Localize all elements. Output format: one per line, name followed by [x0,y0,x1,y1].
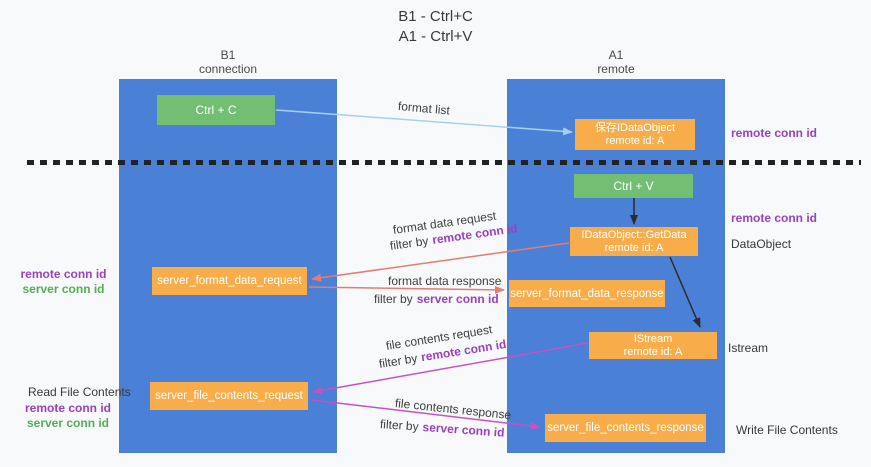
column-a1-subtitle: remote [597,62,635,76]
right-label-remote-conn-id-top: remote conn id [731,126,818,140]
node-save-idataobject-line2: remote id: A [605,134,665,147]
left-remote-conn-id: remote conn id [24,401,111,415]
right-label-dataobject: DataObject [731,237,792,251]
right-label-remote-conn-id-mid: remote conn id [731,211,818,225]
column-header-a1: A1 remote [507,48,725,76]
right-label-write-file-contents: Write File Contents [736,423,838,437]
node-server-file-contents-response: server_file_contents_response [545,414,706,442]
node-istream-line1: IStream [633,332,673,345]
node-server-file-contents-response-label: server_file_contents_response [547,422,704,434]
node-server-format-data-request-label: server_format_data_request [157,275,302,287]
right-label-istream: Istream [728,341,769,355]
server-conn-id-highlight: server conn id [422,419,505,440]
column-header-b1: B1 connection [119,48,337,76]
node-save-idataobject-line1: 保存IDataObject [594,121,676,134]
left-label-conn-ids-format: remote conn id server conn id [16,267,111,297]
left-remote-conn-id: remote conn id [20,267,107,281]
node-istream-line2: remote id: A [623,345,683,358]
column-a1-name: A1 [608,48,624,62]
node-save-idataobject: 保存IDataObject remote id: A [575,119,695,150]
left-label-conn-ids-file: remote conn id server conn id [18,401,118,431]
node-server-file-contents-request: server_file_contents_request [150,382,308,410]
title-line-2: A1 - Ctrl+V [398,28,473,45]
node-server-format-data-response: server_format_data_response [509,280,665,307]
node-ctrl-v-label: Ctrl + V [613,179,654,193]
node-ctrl-v: Ctrl + V [574,174,693,198]
filter-by-text: filter by [377,351,419,371]
node-getdata-line2: remote id: A [604,241,664,254]
node-server-format-data-response-label: server_format_data_response [510,287,664,300]
node-server-file-contents-request-label: server_file_contents_request [155,390,303,402]
dashed-separator [27,160,861,165]
page-title: B1 - Ctrl+C A1 - Ctrl+V [0,7,871,47]
left-server-conn-id: server conn id [22,282,105,296]
node-istream: IStream remote id: A [589,332,717,359]
filter-by-text: filter by [374,292,413,306]
node-ctrl-c-label: Ctrl + C [195,103,237,117]
node-server-format-data-request: server_format_data_request [152,267,307,295]
left-server-conn-id: server conn id [26,416,110,430]
filter-by-text: filter by [379,417,420,434]
edge-label-format-data-response: format data response [388,274,502,288]
node-getdata: IDataObject::GetData remote id: A [570,227,698,256]
column-b1-subtitle: connection [198,62,258,76]
edge-label-format-list: format list [397,99,451,118]
column-b1-name: B1 [220,48,236,62]
server-conn-id-highlight: server conn id [416,292,499,306]
left-label-read-file-contents: Read File Contents [28,385,131,399]
title-line-1: B1 - Ctrl+C [398,8,473,25]
node-getdata-line1: IDataObject::GetData [581,228,687,241]
node-ctrl-c: Ctrl + C [157,95,275,125]
